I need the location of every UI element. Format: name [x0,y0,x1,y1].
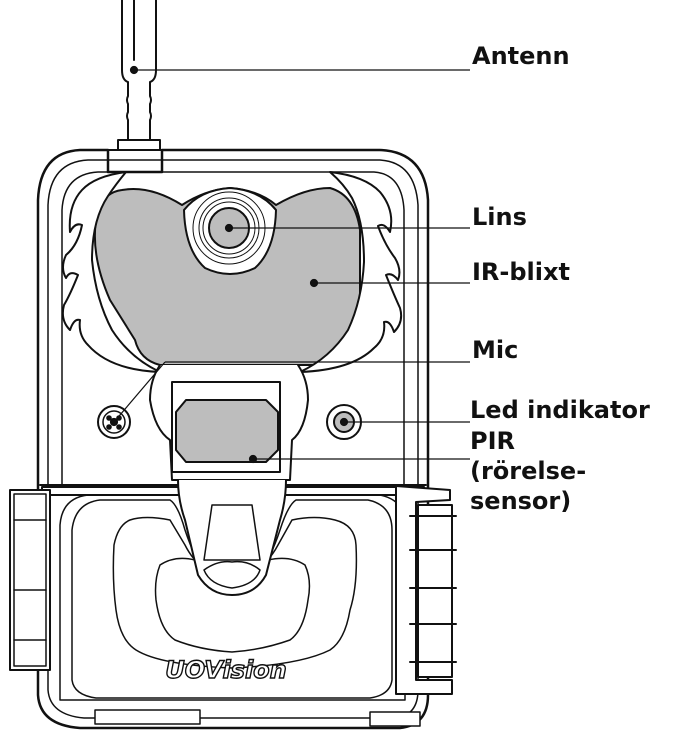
label-mic: Mic [472,336,519,364]
dot-ir [309,278,319,288]
callout-lines [109,65,470,464]
leader-mic [113,361,166,423]
dot-antenna [129,65,139,75]
dot-lens [224,223,234,233]
dot-mic [109,417,119,427]
dot-led [339,417,349,427]
label-pir: PIR (rörelse- sensor) [470,426,670,516]
hinge-right [395,485,457,695]
label-antenna: Antenn [472,42,570,70]
moose-face [149,364,309,481]
bottom-feet [94,709,421,727]
label-led: Led indikator [470,396,650,424]
dot-pir [248,454,258,464]
brand-logo: UOVision [165,656,287,684]
label-lens: Lins [472,203,527,231]
label-pir-line3: sensor) [470,487,572,515]
label-pir-line2: (rörelse- [470,457,587,485]
label-pir-line1: PIR [470,427,515,455]
antler-left [61,171,161,373]
label-ir-flash: IR-blixt [472,258,570,286]
latch-left [9,489,51,671]
pir-stem [177,479,287,596]
antler-right [299,171,403,373]
antenna-part [107,0,163,173]
